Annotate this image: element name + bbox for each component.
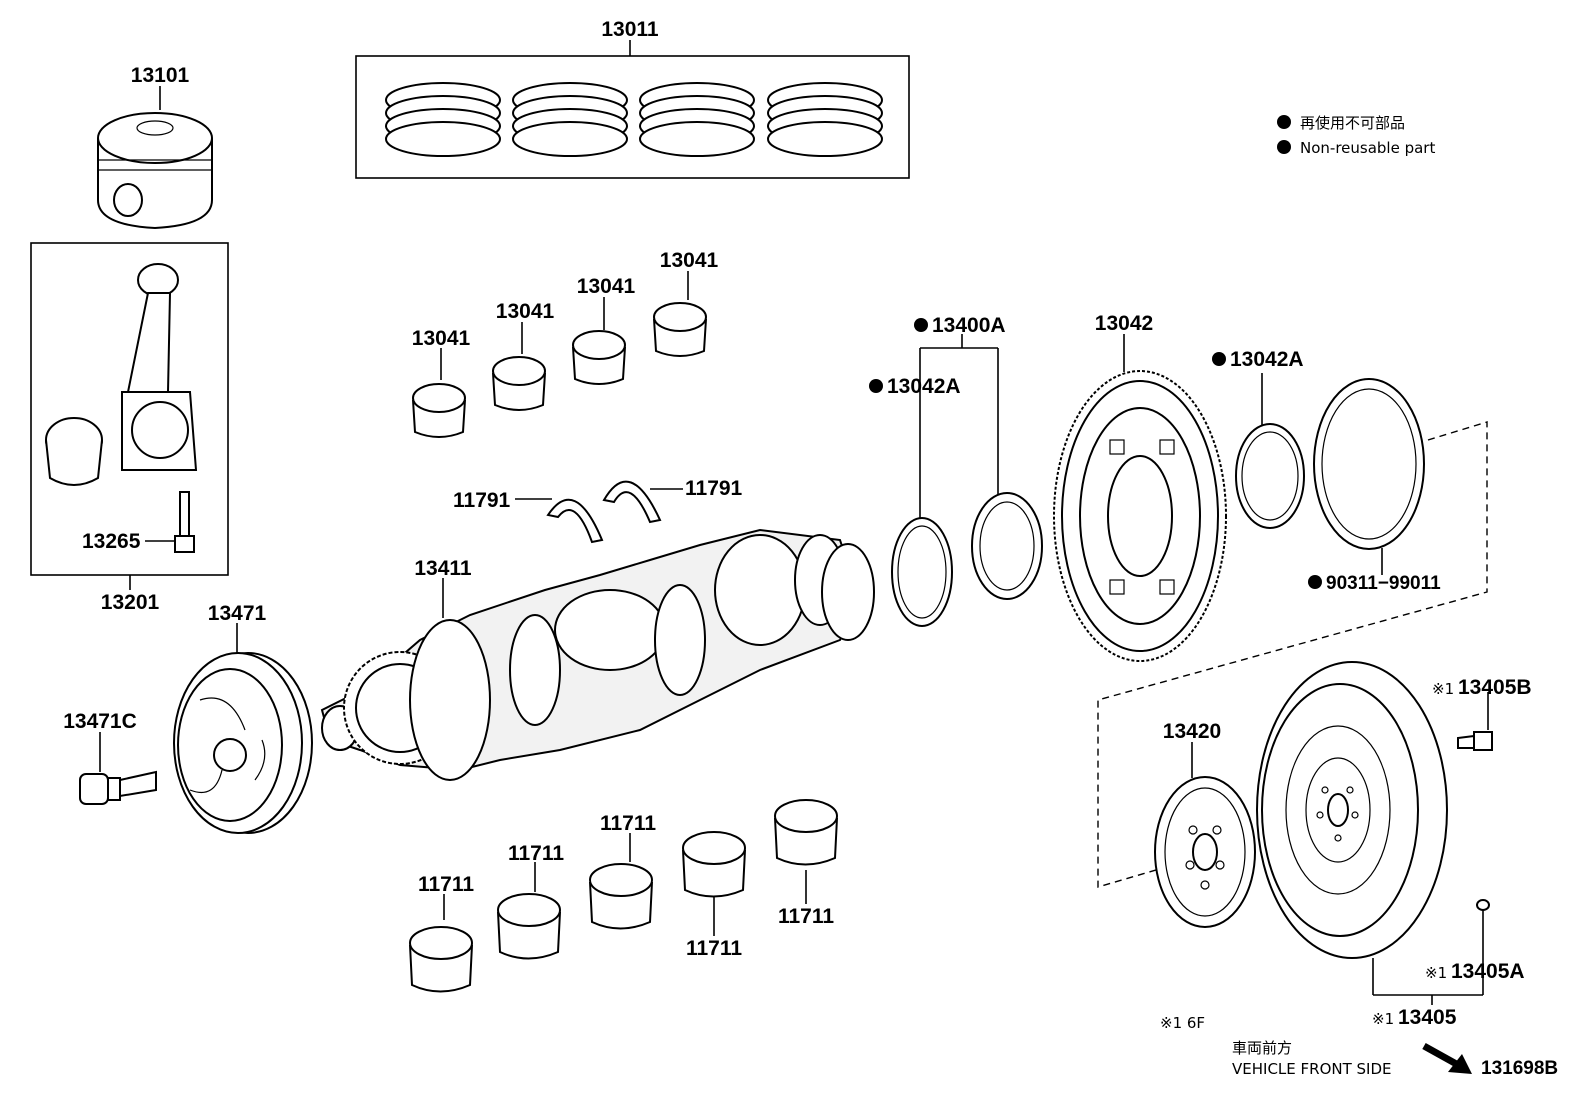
label-11711-b[interactable]: 11711 — [508, 842, 564, 865]
label-11711-e[interactable]: 11711 — [778, 905, 834, 928]
label-13400a[interactable]: 13400A — [932, 314, 1006, 337]
front-side-jp: 車両前方 — [1232, 1039, 1292, 1057]
bracket-13405 — [1372, 958, 1483, 1005]
label-11711-c[interactable]: 11711 — [600, 812, 656, 835]
label-90311-99011[interactable]: 90311−99011 — [1326, 573, 1441, 594]
piston-13101[interactable] — [97, 86, 213, 230]
flywheel-bolt-13405b[interactable] — [1457, 692, 1493, 751]
oil-seal-90311[interactable] — [1313, 378, 1425, 575]
main-bearing-lower-4[interactable] — [682, 831, 746, 936]
legend-dot-1 — [1277, 115, 1291, 129]
legend-jp: 再使用不可部品 — [1300, 114, 1405, 132]
ring-stack-2 — [512, 82, 628, 157]
manual-transmission-group-outline — [1097, 421, 1488, 888]
label-11711-a[interactable]: 11711 — [418, 873, 474, 896]
main-bearing-lower-3[interactable] — [589, 833, 653, 930]
non-reusable-dot — [1212, 352, 1226, 366]
mark-13405b: ※1 — [1432, 680, 1454, 698]
label-13042[interactable]: 13042 — [1095, 312, 1153, 335]
label-13405[interactable]: 13405 — [1398, 1006, 1457, 1029]
non-reusable-dot — [869, 379, 883, 393]
label-13405a[interactable]: 13405A — [1451, 960, 1525, 983]
seal-13042a-right[interactable] — [1235, 373, 1305, 529]
label-11791-left[interactable]: 11791 — [453, 489, 511, 512]
ring-stack-3 — [639, 82, 755, 157]
crank-pulley-13471[interactable] — [173, 623, 313, 834]
label-13101[interactable]: 13101 — [131, 64, 190, 87]
rod-bearing — [45, 417, 103, 486]
label-13041-d[interactable]: 13041 — [660, 249, 719, 272]
main-bearing-lower-1[interactable] — [409, 894, 473, 993]
thrust-washer-right[interactable] — [602, 480, 683, 524]
flywheel-13405[interactable] — [1256, 661, 1448, 959]
label-13411[interactable]: 13411 — [414, 557, 472, 580]
main-bearing-upper-3[interactable] — [572, 297, 626, 385]
label-13041-a[interactable]: 13041 — [412, 327, 471, 350]
flywheel-13420[interactable] — [1154, 742, 1256, 928]
main-bearing-lower-5[interactable] — [774, 799, 838, 904]
main-bearing-lower-2[interactable] — [497, 862, 561, 960]
label-13471[interactable]: 13471 — [208, 602, 267, 625]
front-side-en: VEHICLE FRONT SIDE — [1232, 1060, 1392, 1078]
thrust-washer-left[interactable] — [515, 498, 604, 544]
label-13201[interactable]: 13201 — [101, 591, 160, 614]
label-13041-c[interactable]: 13041 — [577, 275, 636, 298]
connecting-rod-13201[interactable] — [30, 242, 229, 590]
label-13420[interactable]: 13420 — [1163, 720, 1221, 743]
label-13011[interactable]: 13011 — [601, 18, 659, 41]
label-11791-right[interactable]: 11791 — [685, 477, 743, 500]
mark-13405: ※1 — [1372, 1010, 1394, 1028]
figure-id: 131698B — [1481, 1058, 1558, 1079]
note-6f: ※1 6F — [1160, 1014, 1205, 1032]
label-13265[interactable]: 13265 — [82, 530, 141, 553]
ring-stack-4 — [767, 82, 883, 157]
mark-13405a: ※1 — [1425, 964, 1447, 982]
non-reusable-dot — [1308, 575, 1322, 589]
main-bearing-upper-1[interactable] — [412, 348, 466, 438]
label-13042a-left[interactable]: 13042A — [887, 375, 961, 398]
label-13471c[interactable]: 13471C — [63, 710, 137, 733]
label-13042a-right[interactable]: 13042A — [1230, 348, 1304, 371]
label-13041-b[interactable]: 13041 — [496, 300, 555, 323]
main-bearing-upper-2[interactable] — [492, 322, 546, 411]
front-direction-arrow-icon — [1422, 1042, 1472, 1074]
non-reusable-dot — [914, 318, 928, 332]
label-13405b[interactable]: 13405B — [1458, 676, 1532, 699]
legend-dot-2 — [1277, 140, 1291, 154]
seal-ring-left[interactable] — [891, 517, 953, 627]
crankshaft-13411[interactable] — [320, 528, 875, 781]
ring-gear-13042[interactable] — [1053, 334, 1227, 662]
ring-stack-1 — [385, 82, 501, 157]
label-11711-d[interactable]: 11711 — [686, 937, 742, 960]
piston-ring-set-13011[interactable] — [355, 40, 910, 179]
legend-en: Non-reusable part — [1300, 139, 1435, 157]
legend: 再使用不可部品 Non-reusable part — [1277, 114, 1435, 157]
dowel-pin-13405a[interactable] — [1476, 899, 1490, 995]
seal-ring-right[interactable] — [971, 492, 1043, 600]
bracket-13400a — [919, 334, 999, 518]
pulley-bolt-13471c[interactable] — [79, 732, 157, 805]
rod-bolt — [174, 491, 195, 553]
main-bearing-upper-4[interactable] — [653, 271, 707, 357]
